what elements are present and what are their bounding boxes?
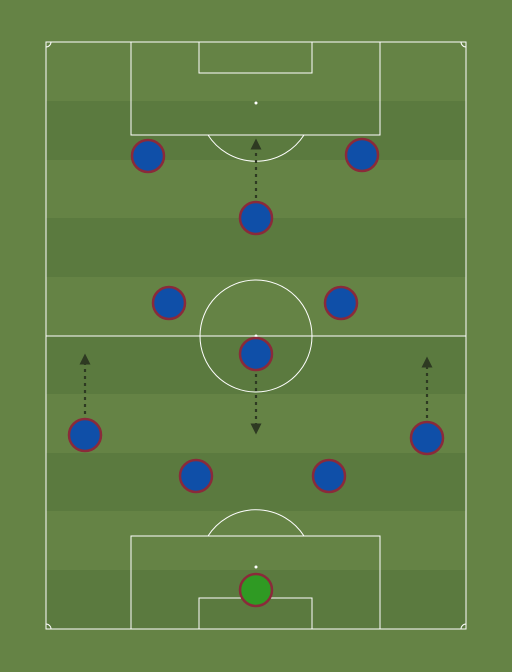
corner-arc-top-left <box>45 41 52 48</box>
player-left-central-mid[interactable] <box>151 285 187 321</box>
player-right-back[interactable] <box>409 420 445 456</box>
bottom-penalty-arc <box>207 509 305 537</box>
player-right-winger[interactable] <box>344 137 380 173</box>
player-right-centre-back[interactable] <box>311 458 347 494</box>
top-goal-area <box>198 41 313 74</box>
movement-arrows <box>79 138 433 435</box>
corner-arc-bottom-left <box>45 623 52 630</box>
corner-arc-top-right <box>460 41 467 48</box>
corner-arc-bottom-right <box>460 623 467 630</box>
player-attacking-mid[interactable] <box>238 200 274 236</box>
grass-stripe <box>46 453 466 511</box>
center-spot <box>254 334 258 338</box>
player-goalkeeper[interactable] <box>238 572 274 608</box>
grass-stripe <box>46 101 466 160</box>
player-left-centre-back[interactable] <box>178 458 214 494</box>
player-right-central-mid[interactable] <box>323 285 359 321</box>
top-penalty-spot <box>254 101 258 105</box>
pitch-markings <box>45 41 467 630</box>
player-defensive-mid[interactable] <box>238 336 274 372</box>
bottom-penalty-spot <box>254 565 258 569</box>
players <box>67 137 445 608</box>
center-circle <box>199 279 313 393</box>
player-left-winger[interactable] <box>130 138 166 174</box>
player-left-back[interactable] <box>67 417 103 453</box>
